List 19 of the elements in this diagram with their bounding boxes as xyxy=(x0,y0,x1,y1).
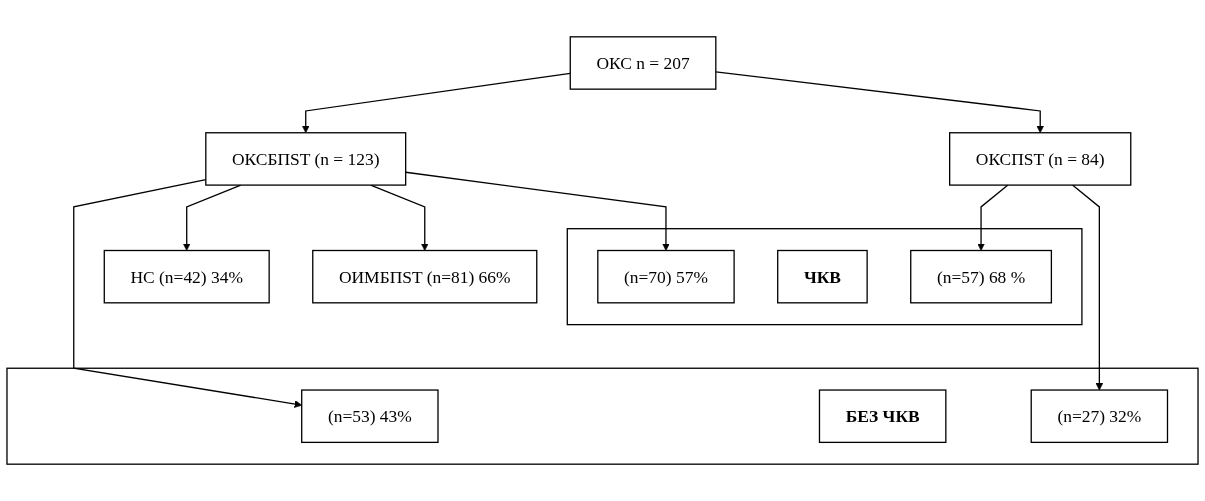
node-box: ЧКВ xyxy=(777,249,868,304)
arrow xyxy=(405,171,670,251)
node-box: БЕЗ ЧКВ xyxy=(818,389,947,444)
arrow xyxy=(301,72,571,134)
node-box: (n=70) 57% xyxy=(597,249,735,304)
arrow xyxy=(1071,184,1104,391)
arrow xyxy=(977,184,1009,251)
node-box: ОКС n = 207 xyxy=(569,36,717,90)
cluster xyxy=(566,228,1083,326)
arrow xyxy=(715,71,1045,134)
node-box: ОКСБПST (n = 123) xyxy=(205,132,407,186)
node-box: ОИМБПST (n=81) 66% xyxy=(312,249,538,304)
node-box: ОКСПST (n = 84) xyxy=(949,132,1132,186)
node-box: НС (n=42) 34% xyxy=(103,249,270,304)
arrow xyxy=(370,184,429,251)
node-box: (n=27) 32% xyxy=(1030,389,1169,444)
node-box: (n=57) 68 % xyxy=(910,249,1053,304)
cluster xyxy=(6,367,1199,465)
node-box: (n=53) 43% xyxy=(301,389,439,444)
